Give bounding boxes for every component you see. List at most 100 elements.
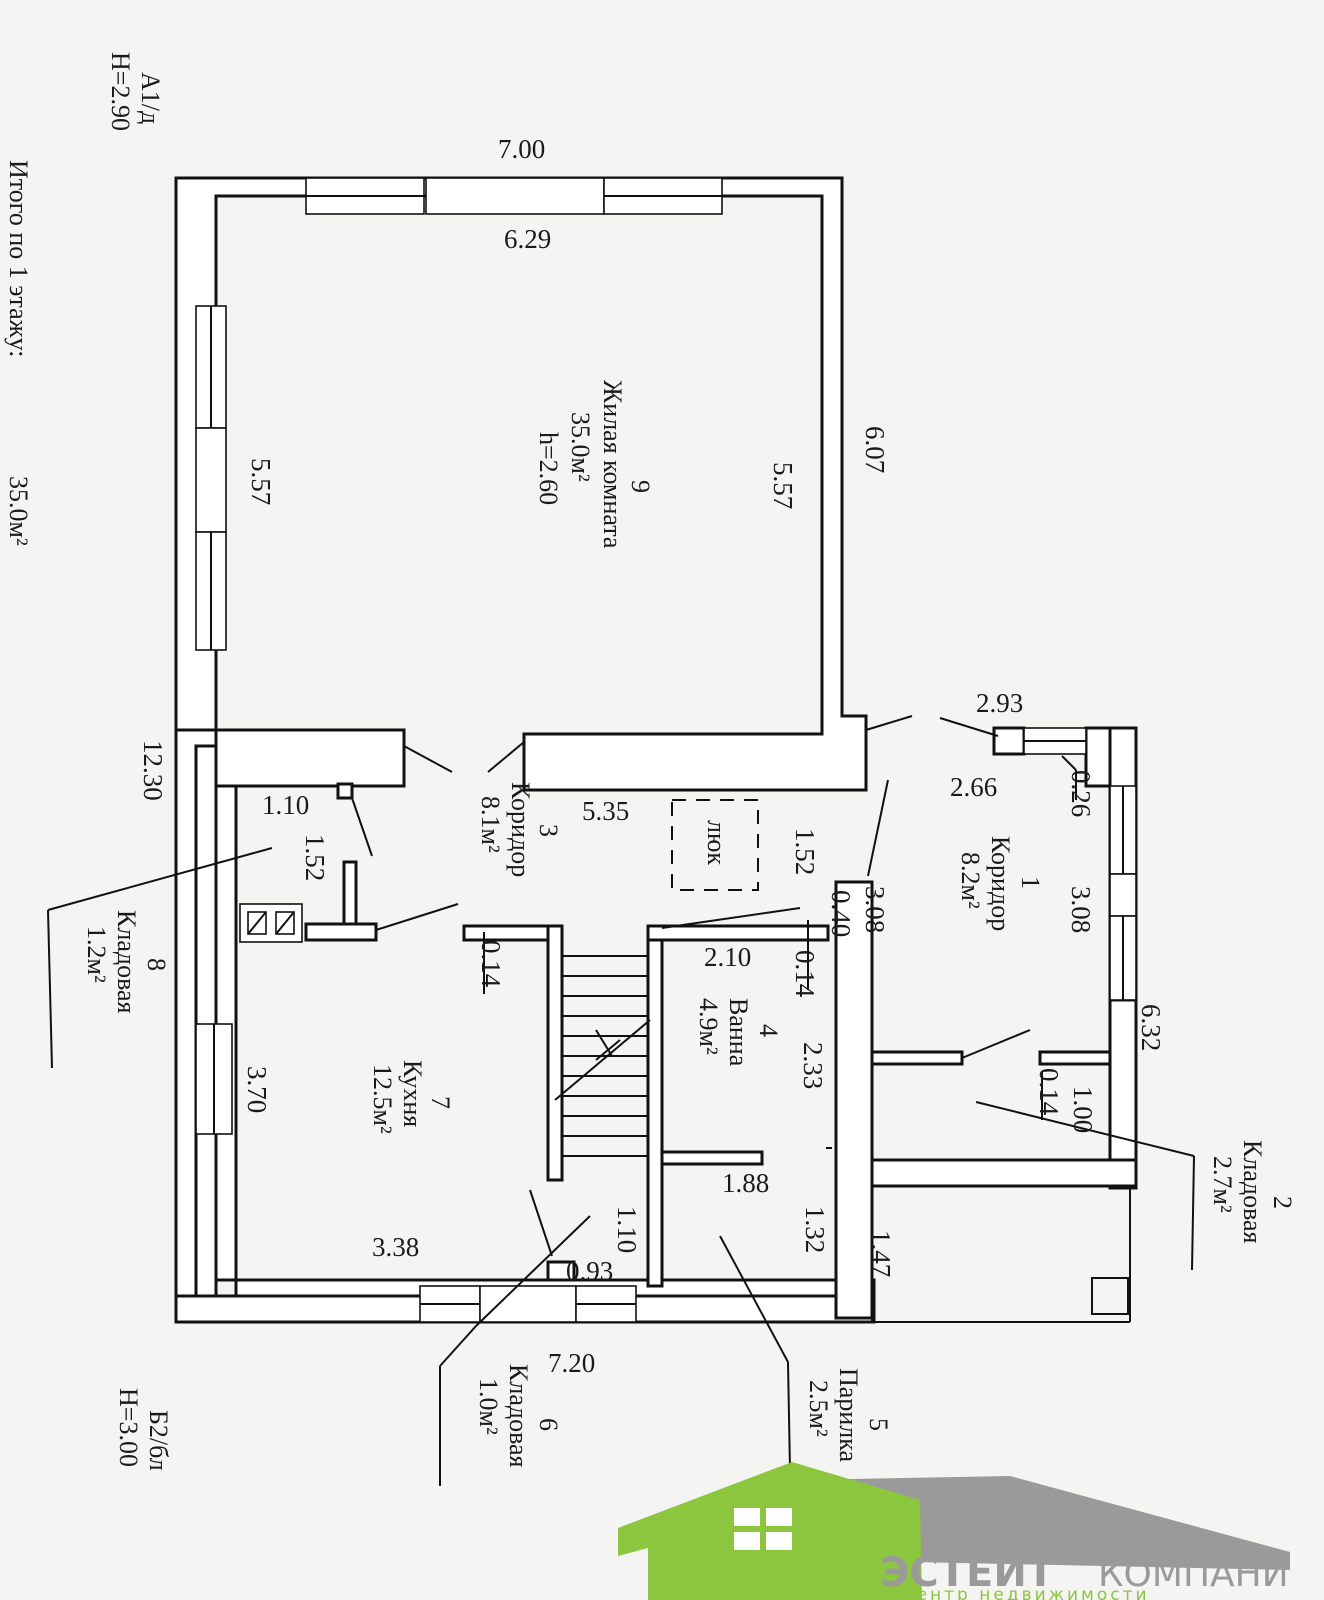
- wall-storage2-bottom: [870, 1158, 1138, 1188]
- dim-1-47: 1.47: [866, 1230, 896, 1277]
- room5-area: 2.5м²: [804, 1380, 833, 1437]
- dim-3-08-right: 3.08: [1066, 886, 1096, 933]
- company-logo: ЭСТЕЙТ КОМПАНИ центр недвижимости: [618, 1462, 1290, 1600]
- dim-2-66: 2.66: [950, 772, 997, 802]
- room6-num: 6: [534, 1418, 563, 1431]
- room9-num: 9: [626, 480, 655, 493]
- logo-house-gray: [800, 1476, 1290, 1570]
- room6-name: Кладовая: [504, 1364, 533, 1468]
- walls: [174, 176, 1138, 1324]
- room8-name: Кладовая: [112, 910, 141, 1014]
- wall-stair-left: [462, 924, 562, 942]
- dim-6-29: 6.29: [504, 224, 551, 254]
- room4-num: 4: [754, 1024, 783, 1037]
- wall-stair-left-v: [546, 924, 564, 1182]
- dim-2-33: 2.33: [798, 1042, 828, 1089]
- dim-6-07: 6.07: [860, 426, 890, 473]
- dim-0-14-b: 0.14: [790, 950, 820, 998]
- wall-stair-right-v: [646, 924, 664, 1288]
- dim-1-52-right: 1.52: [790, 828, 820, 875]
- labels: А1/д H=2.90 Итого по 1 этажу: 35.0м² Б2/…: [4, 52, 1297, 1471]
- room9-name: Жилая комната: [598, 380, 627, 549]
- room8-area: 1.2м²: [82, 926, 111, 983]
- room6-area: 1.0м²: [474, 1378, 503, 1435]
- dim-2-10: 2.10: [704, 942, 751, 972]
- tag-b2-height: H=3.00: [114, 1388, 143, 1467]
- dim-0-93: 0.93: [566, 1256, 613, 1286]
- room2-area: 2.7м²: [1208, 1156, 1237, 1213]
- dim-7-20: 7.20: [548, 1348, 595, 1378]
- dim-3-38: 3.38: [372, 1232, 419, 1262]
- dim-5-57-right: 5.57: [768, 462, 798, 509]
- stairs: [554, 940, 651, 1180]
- dim-1-00: 1.00: [1068, 1086, 1098, 1133]
- total-value: 35.0м²: [4, 476, 33, 546]
- room1-num: 1: [1016, 876, 1045, 889]
- dim-3-08-left: 3.08: [860, 886, 890, 933]
- hatch: [671, 799, 759, 891]
- dim-5-57-left: 5.57: [246, 458, 276, 505]
- wall-c1-post: [992, 726, 1026, 756]
- wall-bath-top: [646, 924, 830, 942]
- dim-3-70: 3.70: [242, 1066, 272, 1113]
- logo-brand-rest: КОМПАНИ: [1098, 1554, 1289, 1595]
- room3-area: 8.1м²: [476, 796, 505, 853]
- dim-1-10-bottom: 1.10: [612, 1206, 642, 1253]
- wall-bath-right: [834, 880, 874, 1320]
- room8-num: 8: [142, 958, 171, 971]
- room3-name: Коридор: [506, 782, 535, 877]
- room1-area: 8.2м²: [956, 852, 985, 909]
- dim-5-35: 5.35: [582, 796, 629, 826]
- room7-area: 12.5м²: [368, 1064, 397, 1134]
- wall-bath-mid: [660, 1150, 764, 1166]
- wall-pantry8-bottom: [304, 922, 378, 942]
- storage2-mark: [871, 1186, 1131, 1323]
- wall-corridor1-lower-right: [1108, 998, 1138, 1188]
- wall-pantry8-top: [336, 782, 354, 800]
- window-c1-right-2: [1109, 873, 1137, 917]
- window-bottom-2: [479, 1285, 577, 1323]
- room7-num: 7: [426, 1096, 455, 1109]
- room1-name: Коридор: [986, 836, 1015, 931]
- logo-window-icon: [734, 1508, 792, 1550]
- dimensions: 7.00 6.29 6.07 5.57 5.57 12.30 1.10 1.52…: [138, 134, 1166, 1378]
- dim-0-14-a: 0.14: [476, 940, 506, 988]
- dim-1-10-top: 1.10: [262, 790, 309, 820]
- logo-tagline: центр недвижимости: [902, 1585, 1150, 1600]
- dim-1-88: 1.88: [722, 1168, 769, 1198]
- wall-kitchen-pantry6: [546, 1260, 576, 1282]
- dim-1-32: 1.32: [800, 1206, 830, 1253]
- room3-num: 3: [534, 824, 563, 837]
- windows: [195, 177, 1137, 1323]
- dim-6-32: 6.32: [1136, 1004, 1166, 1051]
- stove: [239, 903, 303, 943]
- dim-0-40: 0.40: [826, 890, 856, 937]
- dim-2-93: 2.93: [976, 688, 1023, 718]
- logo-brand-main: ЭСТЕЙТ: [880, 1548, 1055, 1596]
- wall-c1-partition: [870, 1050, 964, 1066]
- room2-name: Кладовая: [1238, 1140, 1267, 1244]
- window-left-2: [195, 427, 227, 533]
- room2-num: 2: [1268, 1196, 1297, 1209]
- dim-7-00: 7.00: [498, 134, 545, 164]
- total-label: Итого по 1 этажу:: [4, 160, 33, 357]
- dim-0-26: 0.26: [1066, 770, 1096, 817]
- dim-0-14-c: 0.14: [1034, 1068, 1064, 1116]
- logo-house-green: [618, 1462, 922, 1600]
- window-top-2: [425, 177, 605, 215]
- wall-living-outer: [174, 176, 868, 1324]
- leader-lines: [47, 715, 1195, 1486]
- room9-height: h=2.60: [534, 432, 563, 505]
- wall-storage2-top: [1038, 1050, 1112, 1066]
- room9-area: 35.0м²: [566, 412, 595, 482]
- room5-name: Парилка: [834, 1368, 863, 1462]
- tag-b2: Б2/бл: [144, 1410, 173, 1471]
- room4-area: 4.9м²: [694, 998, 723, 1055]
- room7-name: Кухня: [398, 1060, 427, 1127]
- dim-1-52-left: 1.52: [300, 834, 330, 881]
- room4-name: Ванна: [724, 998, 753, 1067]
- dim-12-30: 12.30: [138, 740, 168, 801]
- tag-a1: А1/д: [136, 72, 165, 124]
